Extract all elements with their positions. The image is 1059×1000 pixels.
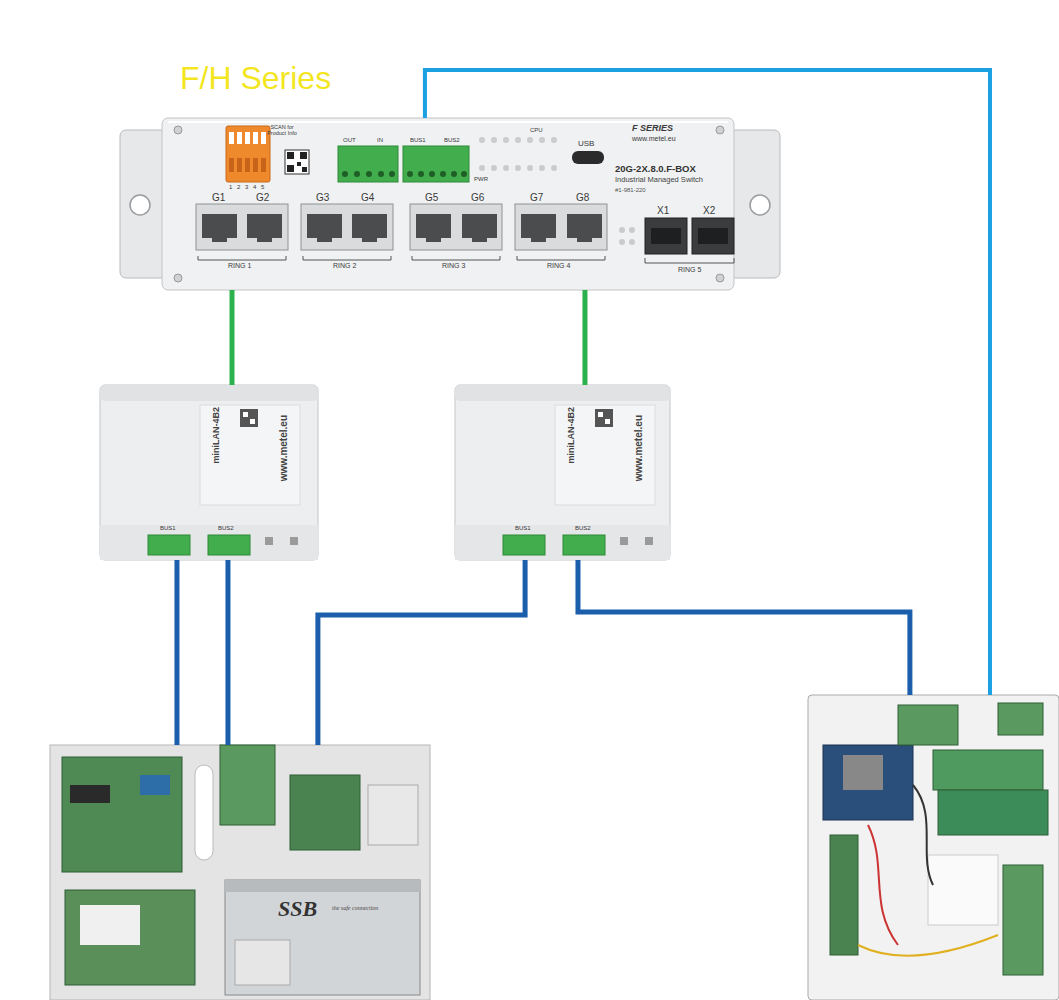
part-label: USB <box>578 140 594 149</box>
part-label: 1 <box>229 184 232 191</box>
part-label: IN <box>377 137 383 144</box>
node-title: miniLAN-4B2 <box>567 407 577 464</box>
part-label: RING 4 <box>547 262 570 270</box>
node-title: SSB <box>278 897 317 921</box>
switch-illustration <box>120 118 780 290</box>
part-label: RING 5 <box>678 266 701 274</box>
part-label: G2 <box>256 192 269 203</box>
part-label: G1 <box>212 192 225 203</box>
converter-device: miniLAN-4B2 www.metel.eu <box>100 385 318 560</box>
node-text: the safe connection <box>332 905 378 912</box>
part-label: G6 <box>471 192 484 203</box>
part-label: BUS2 <box>444 137 460 144</box>
node-text: www.metel.eu <box>278 415 289 481</box>
converter-illustration <box>455 385 670 560</box>
cable-line <box>230 290 235 385</box>
node-title: 20G-2X.8.0.F-BOX <box>615 164 696 174</box>
part-label: F SERIES <box>632 124 673 134</box>
part-label: G7 <box>530 192 543 203</box>
node-text: #1-981-220 <box>615 187 646 194</box>
part-label: 3 <box>245 184 248 191</box>
part-label: RING 2 <box>333 262 356 270</box>
cable-line <box>225 560 230 745</box>
part-label: 5 <box>261 184 264 191</box>
part-label: 2 <box>237 184 240 191</box>
part-label: RING 1 <box>228 262 251 270</box>
part-label: CPU <box>530 127 543 134</box>
panel-illustration <box>50 745 430 1000</box>
part-label: G8 <box>576 192 589 203</box>
part-label: PWR <box>474 176 488 183</box>
part-label: RING 3 <box>442 262 465 270</box>
part-label: SCAN for Product Info <box>262 124 302 136</box>
part-label: 4 <box>253 184 256 191</box>
part-label: www.metel.eu <box>632 135 676 143</box>
cable-line <box>174 560 179 745</box>
node-title: miniLAN-4B2 <box>212 407 222 464</box>
part-label: G4 <box>361 192 374 203</box>
part-label: G3 <box>316 192 329 203</box>
part-label: BUS2 <box>575 525 591 532</box>
part-label: BUS2 <box>218 525 234 532</box>
part-label: BUS1 <box>160 525 176 532</box>
cable-line <box>425 70 990 695</box>
control-panel <box>808 695 1059 1000</box>
node-text: www.metel.eu <box>633 415 644 481</box>
node-text: Industrial Managed Switch <box>615 176 703 184</box>
converter-illustration <box>100 385 318 560</box>
part-label: G5 <box>425 192 438 203</box>
part-label: X1 <box>657 205 669 216</box>
diagram-title: F/H Series <box>180 60 331 97</box>
cable-line <box>582 290 587 385</box>
panel-illustration <box>808 695 1059 1000</box>
cable-line <box>318 560 525 745</box>
cable-line <box>578 560 910 695</box>
part-label: OUT <box>343 137 356 144</box>
part-label: X2 <box>703 205 715 216</box>
part-label: BUS1 <box>515 525 531 532</box>
control-panel: SSB the safe connection <box>50 745 430 1000</box>
converter-device: miniLAN-4B2 www.metel.eu <box>455 385 670 560</box>
part-label: BUS1 <box>410 137 426 144</box>
